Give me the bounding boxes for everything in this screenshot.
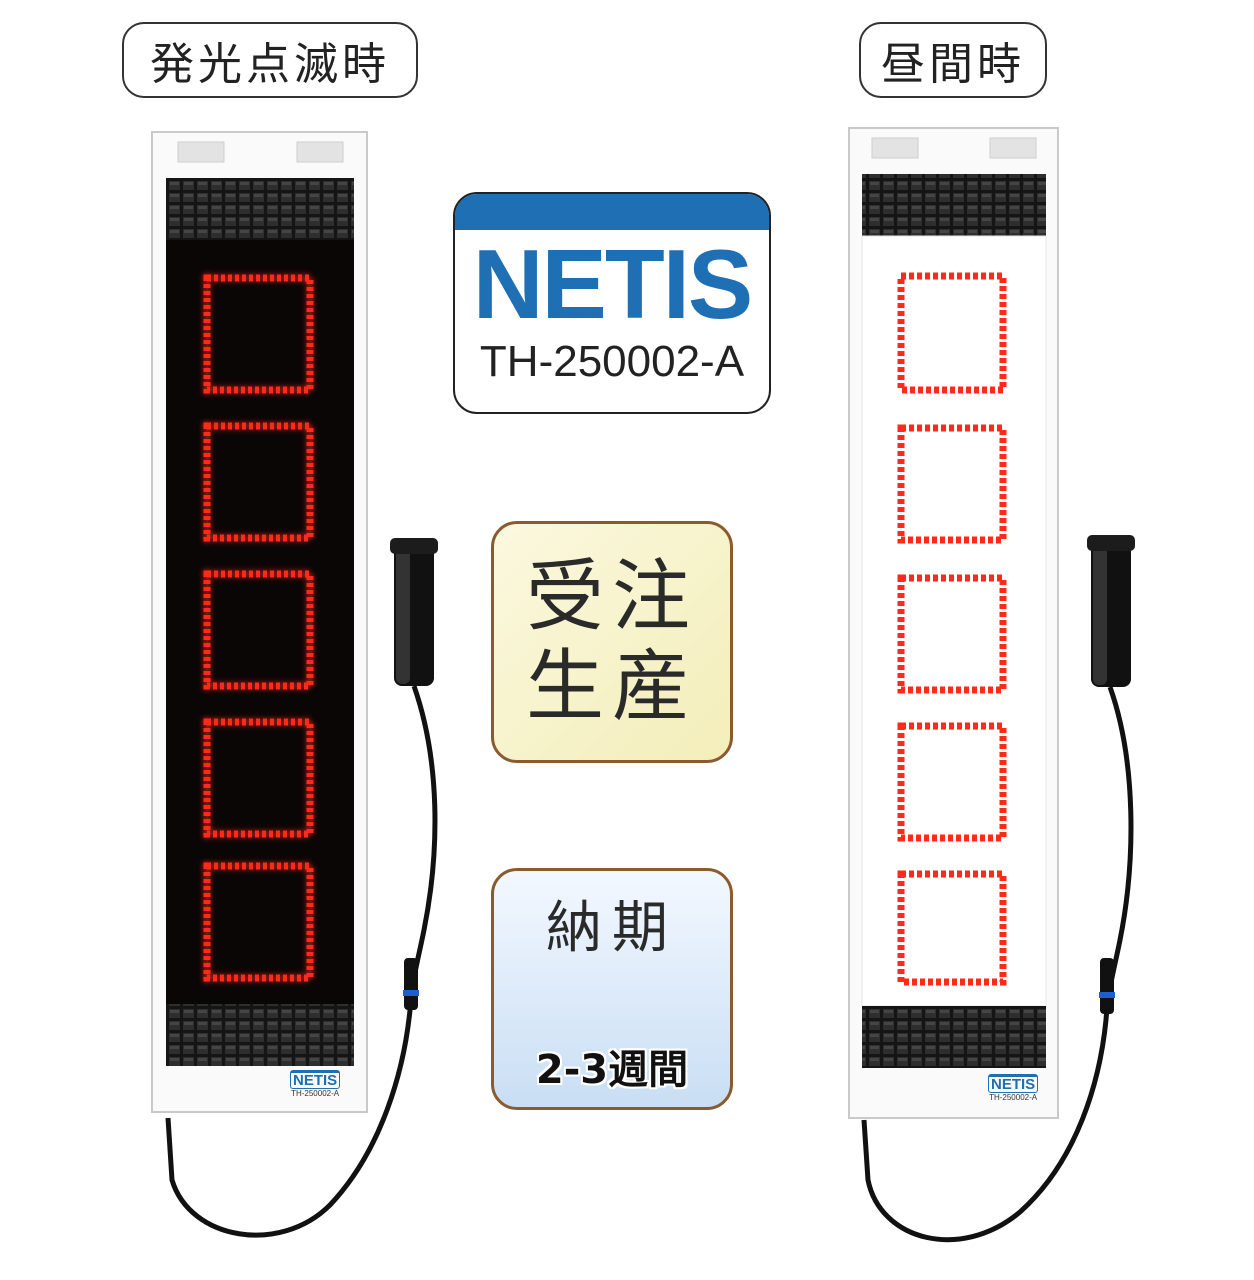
blink-mode-label: 発光点滅時	[122, 22, 418, 98]
right-panel	[848, 127, 1135, 1243]
daytime-mode-label: 昼間時	[859, 22, 1047, 98]
made-to-order-badge: 受注 生産	[491, 521, 733, 763]
delivery-title: 納期	[546, 896, 678, 961]
mini-netis-label-left: NETIS TH-250002-A	[290, 1070, 341, 1098]
order-line-2: 生産	[525, 642, 698, 732]
netis-name: NETIS	[472, 229, 754, 339]
order-line-1: 受注	[525, 552, 698, 642]
mini-netis-label-right: NETIS TH-250002-A	[988, 1074, 1039, 1102]
left-panel	[151, 131, 438, 1238]
netis-badge: NETIS TH-250002-A	[453, 192, 771, 414]
led-squares-lit	[203, 274, 314, 982]
netis-code: TH-250002-A	[479, 337, 745, 386]
delivery-badge: 納期 2-3週間	[491, 868, 733, 1110]
led-squares-unlit	[897, 272, 1007, 986]
sensor-icon	[1087, 535, 1135, 687]
delivery-weeks: 2-3週間	[535, 1047, 689, 1093]
sensor-icon	[390, 538, 438, 686]
